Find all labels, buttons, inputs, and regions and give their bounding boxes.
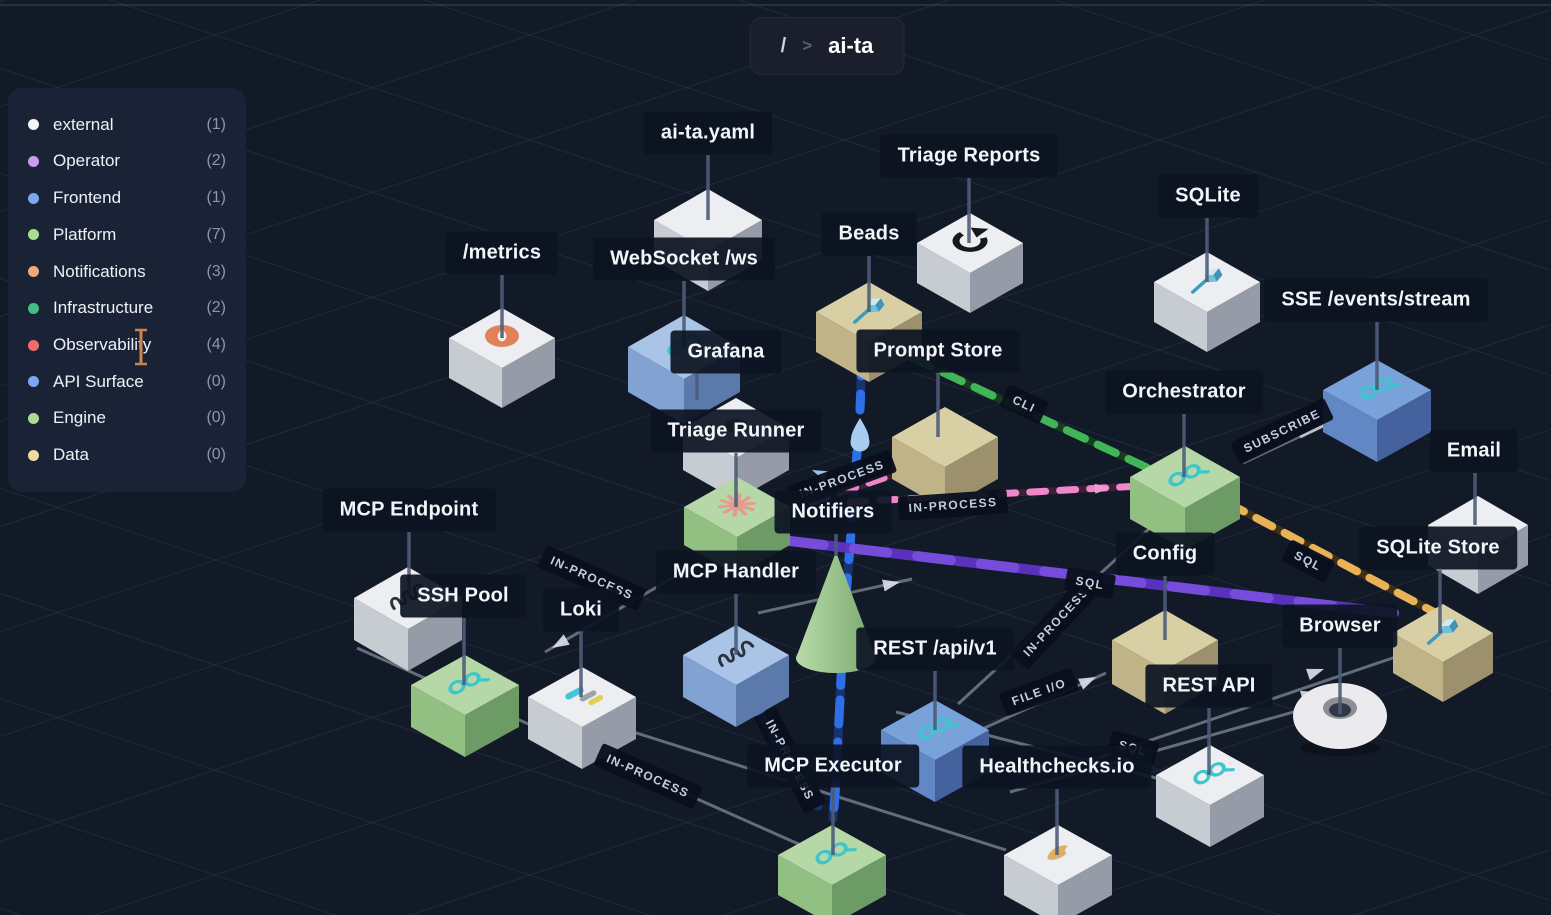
legend-label: Data	[53, 445, 89, 465]
refresh-icon	[952, 227, 989, 252]
legend-count: (0)	[206, 446, 226, 464]
legend-label: Observability	[53, 335, 152, 355]
legend-dot-observability	[28, 339, 39, 351]
node-label-rest-api[interactable]: REST API	[1145, 664, 1273, 708]
legend-count: (3)	[206, 262, 226, 280]
node-label-websocket-ws[interactable]: WebSocket /ws	[593, 237, 775, 281]
legend-item-external[interactable]: external (1)	[8, 115, 246, 135]
node-label-browser[interactable]: Browser	[1282, 604, 1398, 648]
node-label-rest-api-v1[interactable]: REST /api/v1	[856, 627, 1014, 671]
node-label-healthchecks[interactable]: Healthchecks.io	[962, 745, 1152, 789]
water-drop-icon	[850, 418, 870, 452]
node-orchestrator-box[interactable]	[1130, 446, 1240, 550]
node-label-triage-runner[interactable]: Triage Runner	[650, 409, 822, 453]
legend-label: Notifications	[53, 261, 146, 281]
legend-dot-operator	[28, 155, 39, 167]
legend-dot-notifications	[28, 266, 39, 278]
text-cursor-icon	[132, 326, 150, 373]
node-sse-events-box[interactable]	[1323, 360, 1431, 462]
legend-dot-frontend	[28, 192, 39, 204]
legend-count: (7)	[206, 225, 226, 243]
legend-count: (1)	[206, 115, 226, 133]
legend-label: Frontend	[53, 188, 122, 208]
node-label-mcp-endpoint[interactable]: MCP Endpoint	[322, 488, 496, 532]
node-label-loki[interactable]: Loki	[543, 588, 619, 632]
arrow-cone	[1305, 668, 1324, 681]
legend-count: (4)	[206, 336, 226, 354]
legend-label: Engine	[53, 408, 106, 428]
legend-item-notifications[interactable]: Notifications (3)	[8, 262, 246, 282]
legend-count: (2)	[206, 152, 226, 170]
node-label-orchestrator[interactable]: Orchestrator	[1105, 370, 1263, 414]
legend-count: (0)	[206, 372, 226, 390]
legend-count: (2)	[206, 299, 226, 317]
node-label-mcp-handler[interactable]: MCP Handler	[655, 550, 817, 594]
legend-dot-platform	[28, 229, 39, 241]
legend-dot-api-surface	[28, 376, 39, 388]
legend-dot-engine	[28, 412, 39, 424]
edge-sql-yellow[interactable]	[1224, 499, 1438, 616]
node-label-sqlite[interactable]: SQLite	[1158, 174, 1258, 218]
legend-label: Infrastructure	[53, 298, 154, 318]
node-label-email[interactable]: Email	[1429, 429, 1519, 473]
legend-item-data[interactable]: Data (0)	[8, 445, 246, 465]
node-sqlite-store-box[interactable]	[1393, 604, 1493, 702]
legend-item-engine[interactable]: Engine (0)	[8, 408, 246, 428]
legend-dot-data	[28, 449, 39, 461]
arrow-cone	[552, 634, 570, 648]
arrow-cone	[882, 579, 900, 592]
pink-arrow-cone	[1094, 483, 1110, 494]
legend-item-platform[interactable]: Platform (7)	[8, 225, 246, 245]
node-label-grafana[interactable]: Grafana	[670, 330, 782, 374]
legend-panel: external (1) Operator (2) Frontend (1) P…	[8, 88, 246, 492]
legend-count: (1)	[206, 189, 226, 207]
node-label-notifiers[interactable]: Notifiers	[774, 490, 892, 534]
node-label-ssh-pool[interactable]: SSH Pool	[400, 574, 526, 618]
legend-item-operator[interactable]: Operator (2)	[8, 151, 246, 171]
node-label-prompt-store[interactable]: Prompt Store	[856, 329, 1020, 373]
node-label-config[interactable]: Config	[1115, 532, 1215, 576]
node-prompt-store-box[interactable]	[892, 407, 998, 509]
legend-label: Operator	[53, 151, 121, 171]
legend-item-api-surface[interactable]: API Surface (0)	[8, 372, 246, 392]
loki-bars-icon	[565, 687, 604, 706]
node-notifiers-cone[interactable]	[796, 552, 876, 673]
node-label-beads[interactable]: Beads	[821, 212, 917, 256]
node-label-ai-ta-yaml[interactable]: ai-ta.yaml	[643, 111, 773, 155]
node-label-triage-reports[interactable]: Triage Reports	[880, 134, 1058, 178]
breadcrumb[interactable]: / > ai-ta	[749, 17, 905, 75]
node-label-mcp-executor[interactable]: MCP Executor	[747, 744, 919, 788]
legend-label: API Surface	[53, 371, 144, 391]
breadcrumb-current: ai-ta	[828, 33, 874, 58]
node-loki-box[interactable]	[528, 667, 636, 769]
legend-label: external	[53, 114, 114, 134]
legend-dot-external	[28, 119, 39, 131]
node-metrics-box[interactable]	[449, 308, 555, 408]
legend-label: Platform	[53, 224, 117, 244]
breadcrumb-root[interactable]: /	[780, 34, 787, 57]
arrow-cone	[1078, 677, 1096, 690]
node-label-sqlite-store[interactable]: SQLite Store	[1359, 526, 1517, 570]
legend-count: (0)	[206, 409, 226, 427]
node-label-sse-events[interactable]: SSE /events/stream	[1264, 278, 1488, 322]
legend-dot-infrastructure	[28, 302, 39, 314]
node-label-metrics[interactable]: /metrics	[445, 231, 559, 275]
breadcrumb-separator-icon: >	[802, 36, 813, 55]
squiggle-w-icon	[718, 640, 755, 668]
legend-item-infrastructure[interactable]: Infrastructure (2)	[8, 298, 246, 318]
sqlite-logo-icon	[1426, 619, 1459, 645]
legend-item-observability[interactable]: Observability (4)	[8, 335, 246, 355]
legend-item-frontend[interactable]: Frontend (1)	[8, 188, 246, 208]
